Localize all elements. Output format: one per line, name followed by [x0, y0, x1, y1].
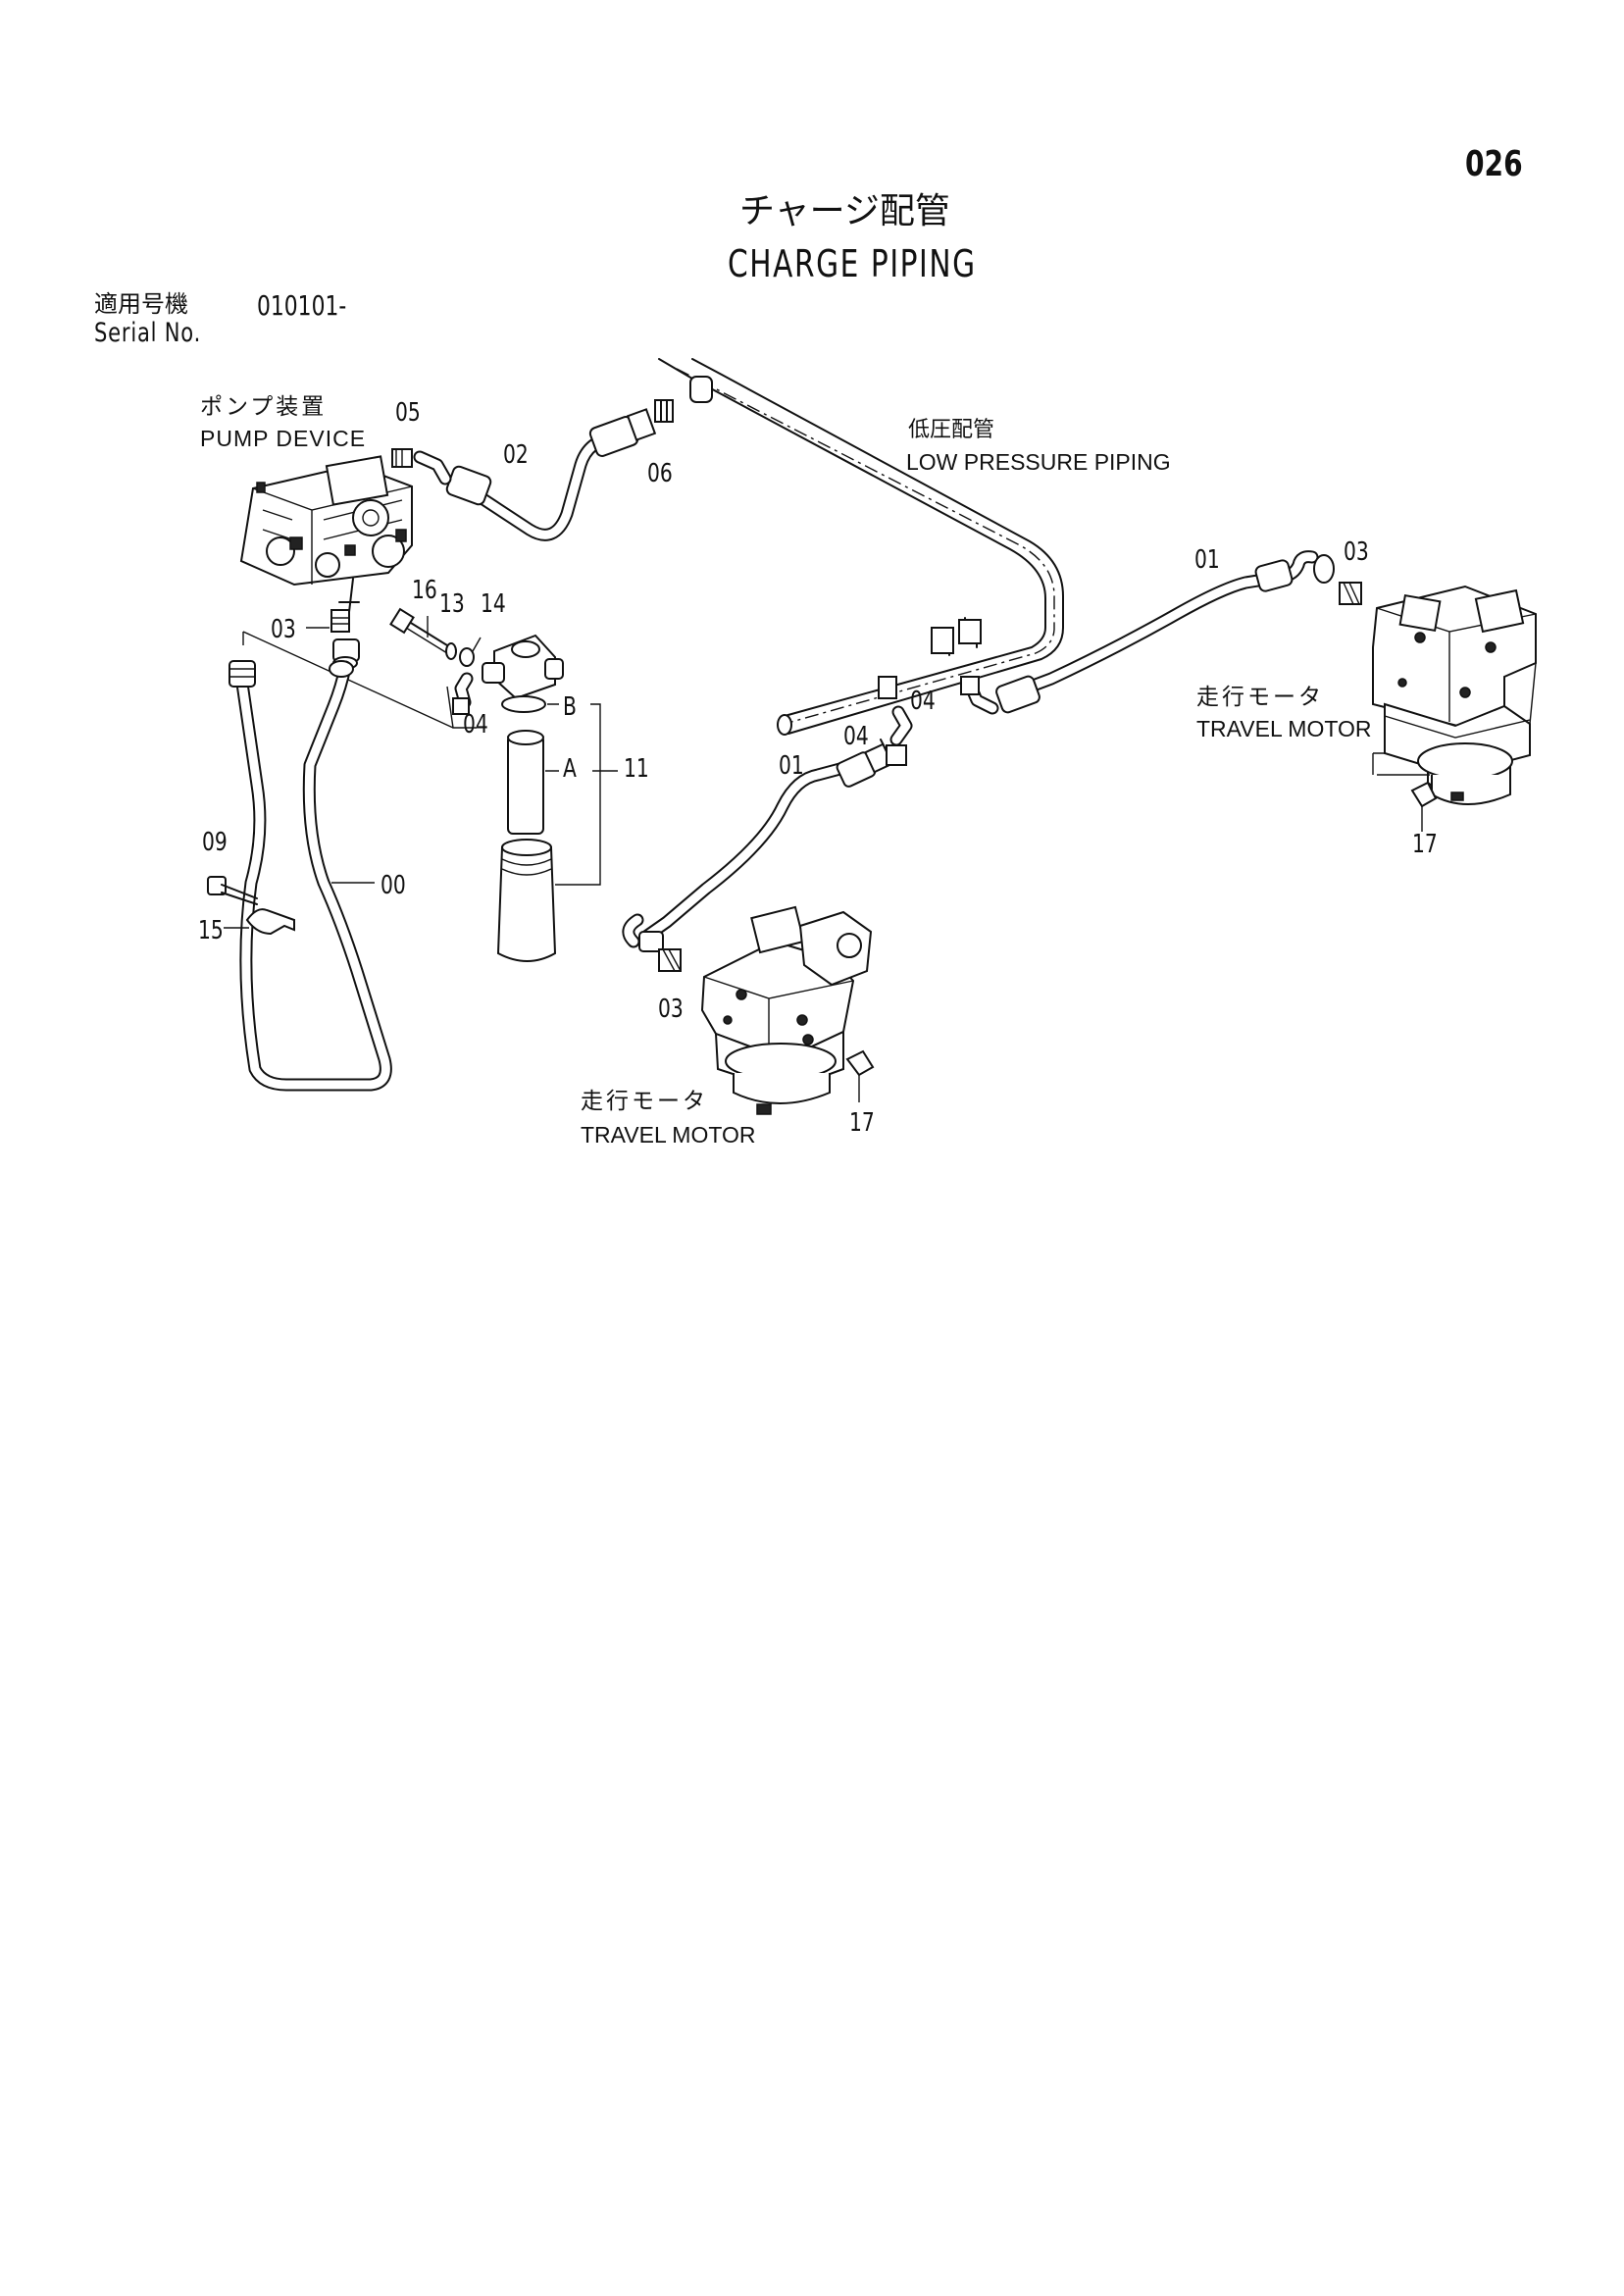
bolt-09	[207, 876, 258, 905]
travel-motor-left	[700, 905, 873, 1115]
title-japanese: チャージ配管	[739, 191, 950, 231]
o-ring-13	[445, 642, 457, 660]
filter-case	[496, 839, 557, 962]
hose-01-right	[960, 550, 1319, 715]
hose-01-left	[622, 739, 894, 972]
callout-04-lower: 04	[843, 722, 869, 751]
travel-motor-left-label-jp: 走行モータ	[581, 1089, 708, 1114]
hose-00	[228, 660, 392, 1092]
pump-device-label-jp: ポンプ装置	[200, 394, 328, 420]
washer-14	[459, 647, 475, 667]
callout-17-right: 17	[1412, 830, 1438, 859]
callout-11: 11	[624, 754, 649, 784]
serial-label-english: Serial No.	[94, 318, 202, 348]
callout-17-left: 17	[849, 1108, 875, 1138]
callout-04-upper: 04	[910, 687, 936, 716]
callout-13: 13	[439, 589, 465, 619]
callout-B: B	[563, 692, 577, 722]
pump-device-label-en: PUMP DEVICE	[200, 426, 367, 451]
plug-17-left	[845, 1049, 875, 1102]
low-pressure-pipe	[658, 358, 1064, 736]
callout-04-filter: 04	[463, 710, 488, 740]
callout-03-right: 03	[1344, 537, 1369, 567]
travel-motor-right	[1372, 585, 1537, 805]
travel-motor-right-label-en: TRAVEL MOTOR	[1196, 716, 1372, 741]
filter-element-A	[507, 730, 544, 835]
travel-motor-left-label-en: TRAVEL MOTOR	[581, 1122, 756, 1148]
callout-09: 09	[202, 828, 228, 857]
callout-03-left: 03	[658, 995, 684, 1024]
filter-head	[452, 634, 564, 715]
callout-16: 16	[412, 576, 437, 605]
callout-06: 06	[647, 459, 673, 488]
low-pressure-piping-label-en: LOW PRESSURE PIPING	[906, 449, 1171, 475]
page-number: 026	[1465, 144, 1523, 184]
hose-02	[445, 399, 674, 541]
plug-17-right	[1410, 781, 1438, 832]
filter-bracket	[545, 703, 618, 886]
callout-A: A	[563, 754, 577, 784]
pump-device	[239, 455, 413, 613]
callout-15: 15	[198, 916, 224, 945]
serial-label-japanese: 適用号機	[94, 290, 188, 318]
title-english: CHARGE PIPING	[728, 242, 977, 285]
callout-02: 02	[503, 440, 529, 470]
fitting-03-right	[1313, 554, 1362, 605]
elbow-05	[391, 448, 452, 485]
callout-00: 00	[381, 871, 406, 900]
callout-14: 14	[481, 589, 506, 619]
travel-motor-right-label-jp: 走行モータ	[1196, 685, 1324, 710]
callout-05: 05	[395, 398, 421, 428]
low-pressure-piping-label-jp: 低圧配管	[908, 418, 995, 442]
clamp-15	[224, 908, 295, 936]
callout-03-pump: 03	[271, 615, 296, 644]
callout-01-right: 01	[1194, 545, 1220, 575]
callout-01-left: 01	[779, 751, 804, 781]
bolt-16	[389, 607, 448, 654]
filter-o-ring	[501, 695, 546, 713]
fitting-03-pump	[306, 609, 360, 670]
serial-value: 010101-	[257, 289, 347, 322]
